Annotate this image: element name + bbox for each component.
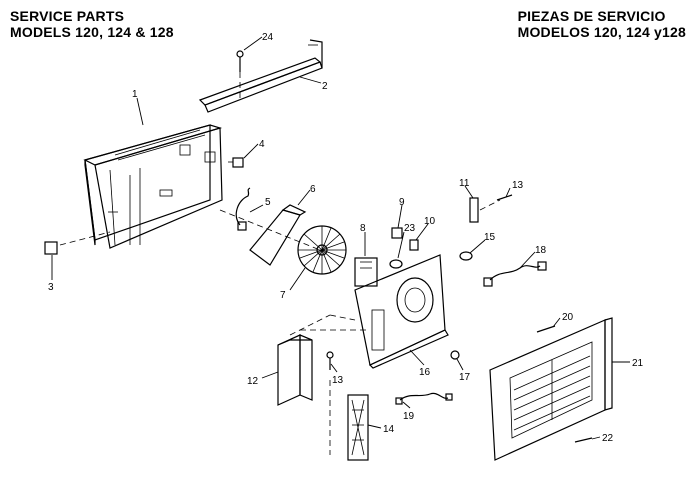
title-spanish-line2: MODELOS 120, 124 y128 xyxy=(517,24,686,40)
part-screw-20 xyxy=(536,325,556,333)
callout-1: 1 xyxy=(132,89,138,100)
part-small-10 xyxy=(409,239,419,251)
callout-16: 16 xyxy=(419,367,431,378)
part-17 xyxy=(450,350,460,360)
callout-5: 5 xyxy=(265,197,271,208)
part-fan-blade-7 xyxy=(297,225,347,275)
part-wire-5 xyxy=(235,187,251,231)
callout-8: 8 xyxy=(360,223,366,234)
part-clip-3 xyxy=(44,231,111,255)
callout-4: 4 xyxy=(259,139,265,150)
callout-2: 2 xyxy=(322,81,328,92)
callout-24: 24 xyxy=(262,32,274,43)
part-wire-harness-18 xyxy=(483,261,547,287)
callout-7: 7 xyxy=(280,290,286,301)
part-heating-element-14 xyxy=(329,380,369,461)
callout-13-lower: 13 xyxy=(332,375,344,386)
callout-22: 22 xyxy=(602,433,614,444)
part-bracket-bar xyxy=(198,39,323,113)
callout-11: 11 xyxy=(459,178,470,189)
callout-15: 15 xyxy=(484,232,496,243)
title-spanish-line1: PIEZAS DE SERVICIO xyxy=(517,8,666,24)
part-screw-13-upper xyxy=(496,194,513,201)
part-small-23 xyxy=(389,259,403,269)
part-motor-mount-6 xyxy=(219,204,321,266)
callout-20: 20 xyxy=(562,312,574,323)
callout-18: 18 xyxy=(535,245,547,256)
part-small-9 xyxy=(391,227,403,239)
callout-13-upper: 13 xyxy=(512,180,524,191)
part-15 xyxy=(459,251,473,261)
title-spanish: PIEZAS DE SERVICIO MODELOS 120, 124 y128 xyxy=(518,8,686,40)
callout-9: 9 xyxy=(399,197,405,208)
leader-lines xyxy=(51,36,630,440)
callout-17: 17 xyxy=(459,372,471,383)
callout-6: 6 xyxy=(310,184,316,195)
part-grille-21 xyxy=(489,317,613,461)
callout-14: 14 xyxy=(383,424,395,435)
part-screw-13-lower xyxy=(326,351,334,370)
callout-10: 10 xyxy=(424,216,436,227)
callout-3: 3 xyxy=(48,282,54,293)
callout-labels: 1 2 3 4 5 6 7 8 9 10 11 12 13 13 14 15 1… xyxy=(48,32,644,444)
part-4 xyxy=(228,157,244,168)
callout-23: 23 xyxy=(404,223,416,234)
title-english-line2: MODELS 120, 124 & 128 xyxy=(10,24,174,40)
part-bracket-12 xyxy=(277,314,356,406)
title-english-line1: SERVICE PARTS xyxy=(10,8,125,24)
part-mounting-plate-16 xyxy=(300,254,449,369)
part-wire-19 xyxy=(395,392,453,405)
part-screw-24 xyxy=(236,50,244,100)
part-switch-11 xyxy=(469,197,501,223)
callout-21: 21 xyxy=(632,358,644,369)
callout-19: 19 xyxy=(403,411,415,422)
title-english: SERVICE PARTS MODELS 120, 124 & 128 xyxy=(10,8,174,40)
part-housing-box xyxy=(83,124,223,249)
part-screw-22 xyxy=(574,437,593,443)
callout-12: 12 xyxy=(247,376,259,387)
